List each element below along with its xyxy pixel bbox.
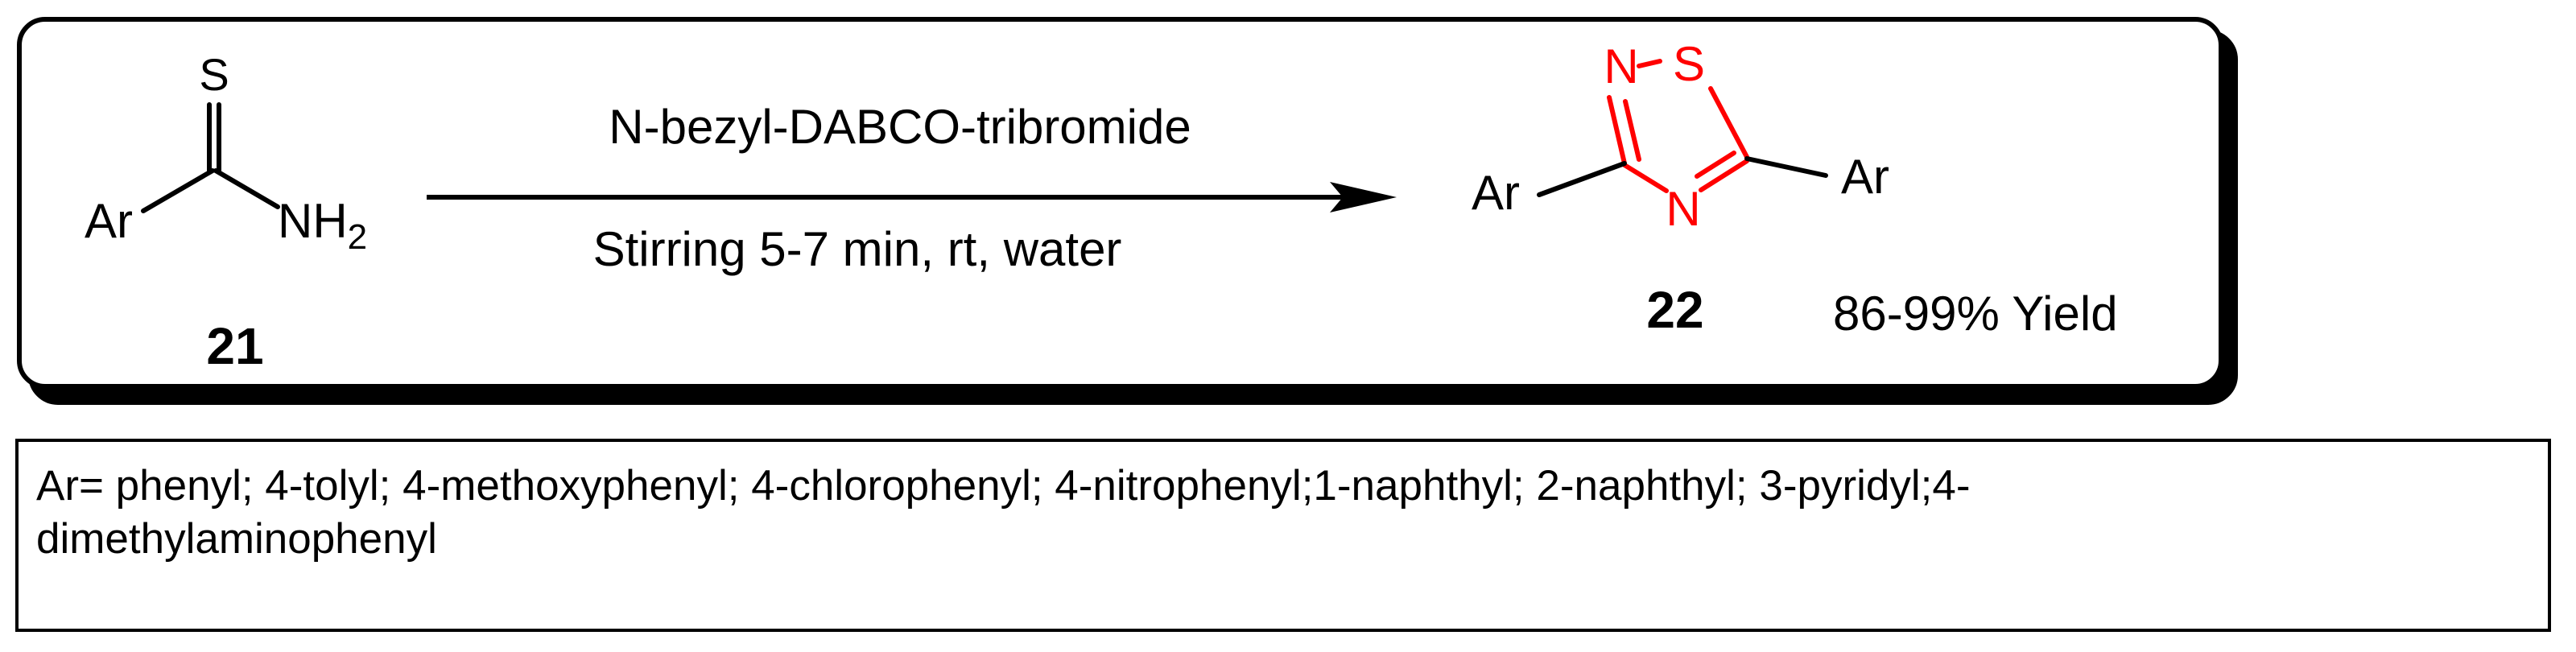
ring-bond-c3-n2 (1607, 95, 1627, 166)
reactant-amine: NH2 (278, 194, 367, 257)
product-aryl-left: Ar (1472, 166, 1520, 220)
product-aryl-right: Ar (1841, 150, 1889, 204)
product-label: 22 (1646, 281, 1703, 339)
ring-bond-n2-s1 (1637, 59, 1662, 68)
reactant-s-atom: S (199, 49, 229, 100)
scheme-frame (17, 17, 2223, 389)
ring-s1-atom: S (1673, 37, 1705, 91)
bond-aryl-c (141, 168, 215, 213)
reagent-text: N-bezyl-DABCO-tribromide (609, 100, 1191, 154)
reactant-amine-nh: NH (278, 194, 348, 248)
product-yield: 86-99% Yield (1833, 287, 2118, 340)
ring-bond-c3-n2-inner (1623, 99, 1641, 162)
reactant-amine-subscript: 2 (348, 217, 367, 257)
bond-c3-aryl (1537, 161, 1627, 197)
bond-c5-aryl (1744, 156, 1828, 178)
ring-bond-s1-c5 (1708, 86, 1749, 159)
conditions-text: Stirring 5-7 min, rt, water (593, 222, 1122, 276)
substituent-list-line-1: Ar= phenyl; 4-tolyl; 4-methoxyphenyl; 4-… (36, 462, 1971, 510)
ring-bond-n4-c3 (1622, 163, 1669, 193)
ring-n2-atom: N (1604, 39, 1638, 93)
reactant-aryl: Ar (85, 194, 133, 248)
reactant-thioamide (141, 102, 280, 213)
reaction-arrow-head (1330, 182, 1397, 213)
ring-bond-c5-n4 (1699, 159, 1749, 192)
reactant-label: 21 (206, 317, 263, 375)
bond-c-n (213, 168, 280, 209)
product-aryl-bonds (1537, 156, 1828, 197)
substituent-list-line-2: dimethylaminophenyl (36, 515, 437, 563)
ring-n4-atom: N (1666, 182, 1700, 236)
ring-bond-c5-n4-inner (1695, 151, 1736, 179)
thiadiazole-ring (1607, 59, 1749, 193)
substituent-list-box: Ar= phenyl; 4-tolyl; 4-methoxyphenyl; 4-… (15, 439, 2551, 632)
